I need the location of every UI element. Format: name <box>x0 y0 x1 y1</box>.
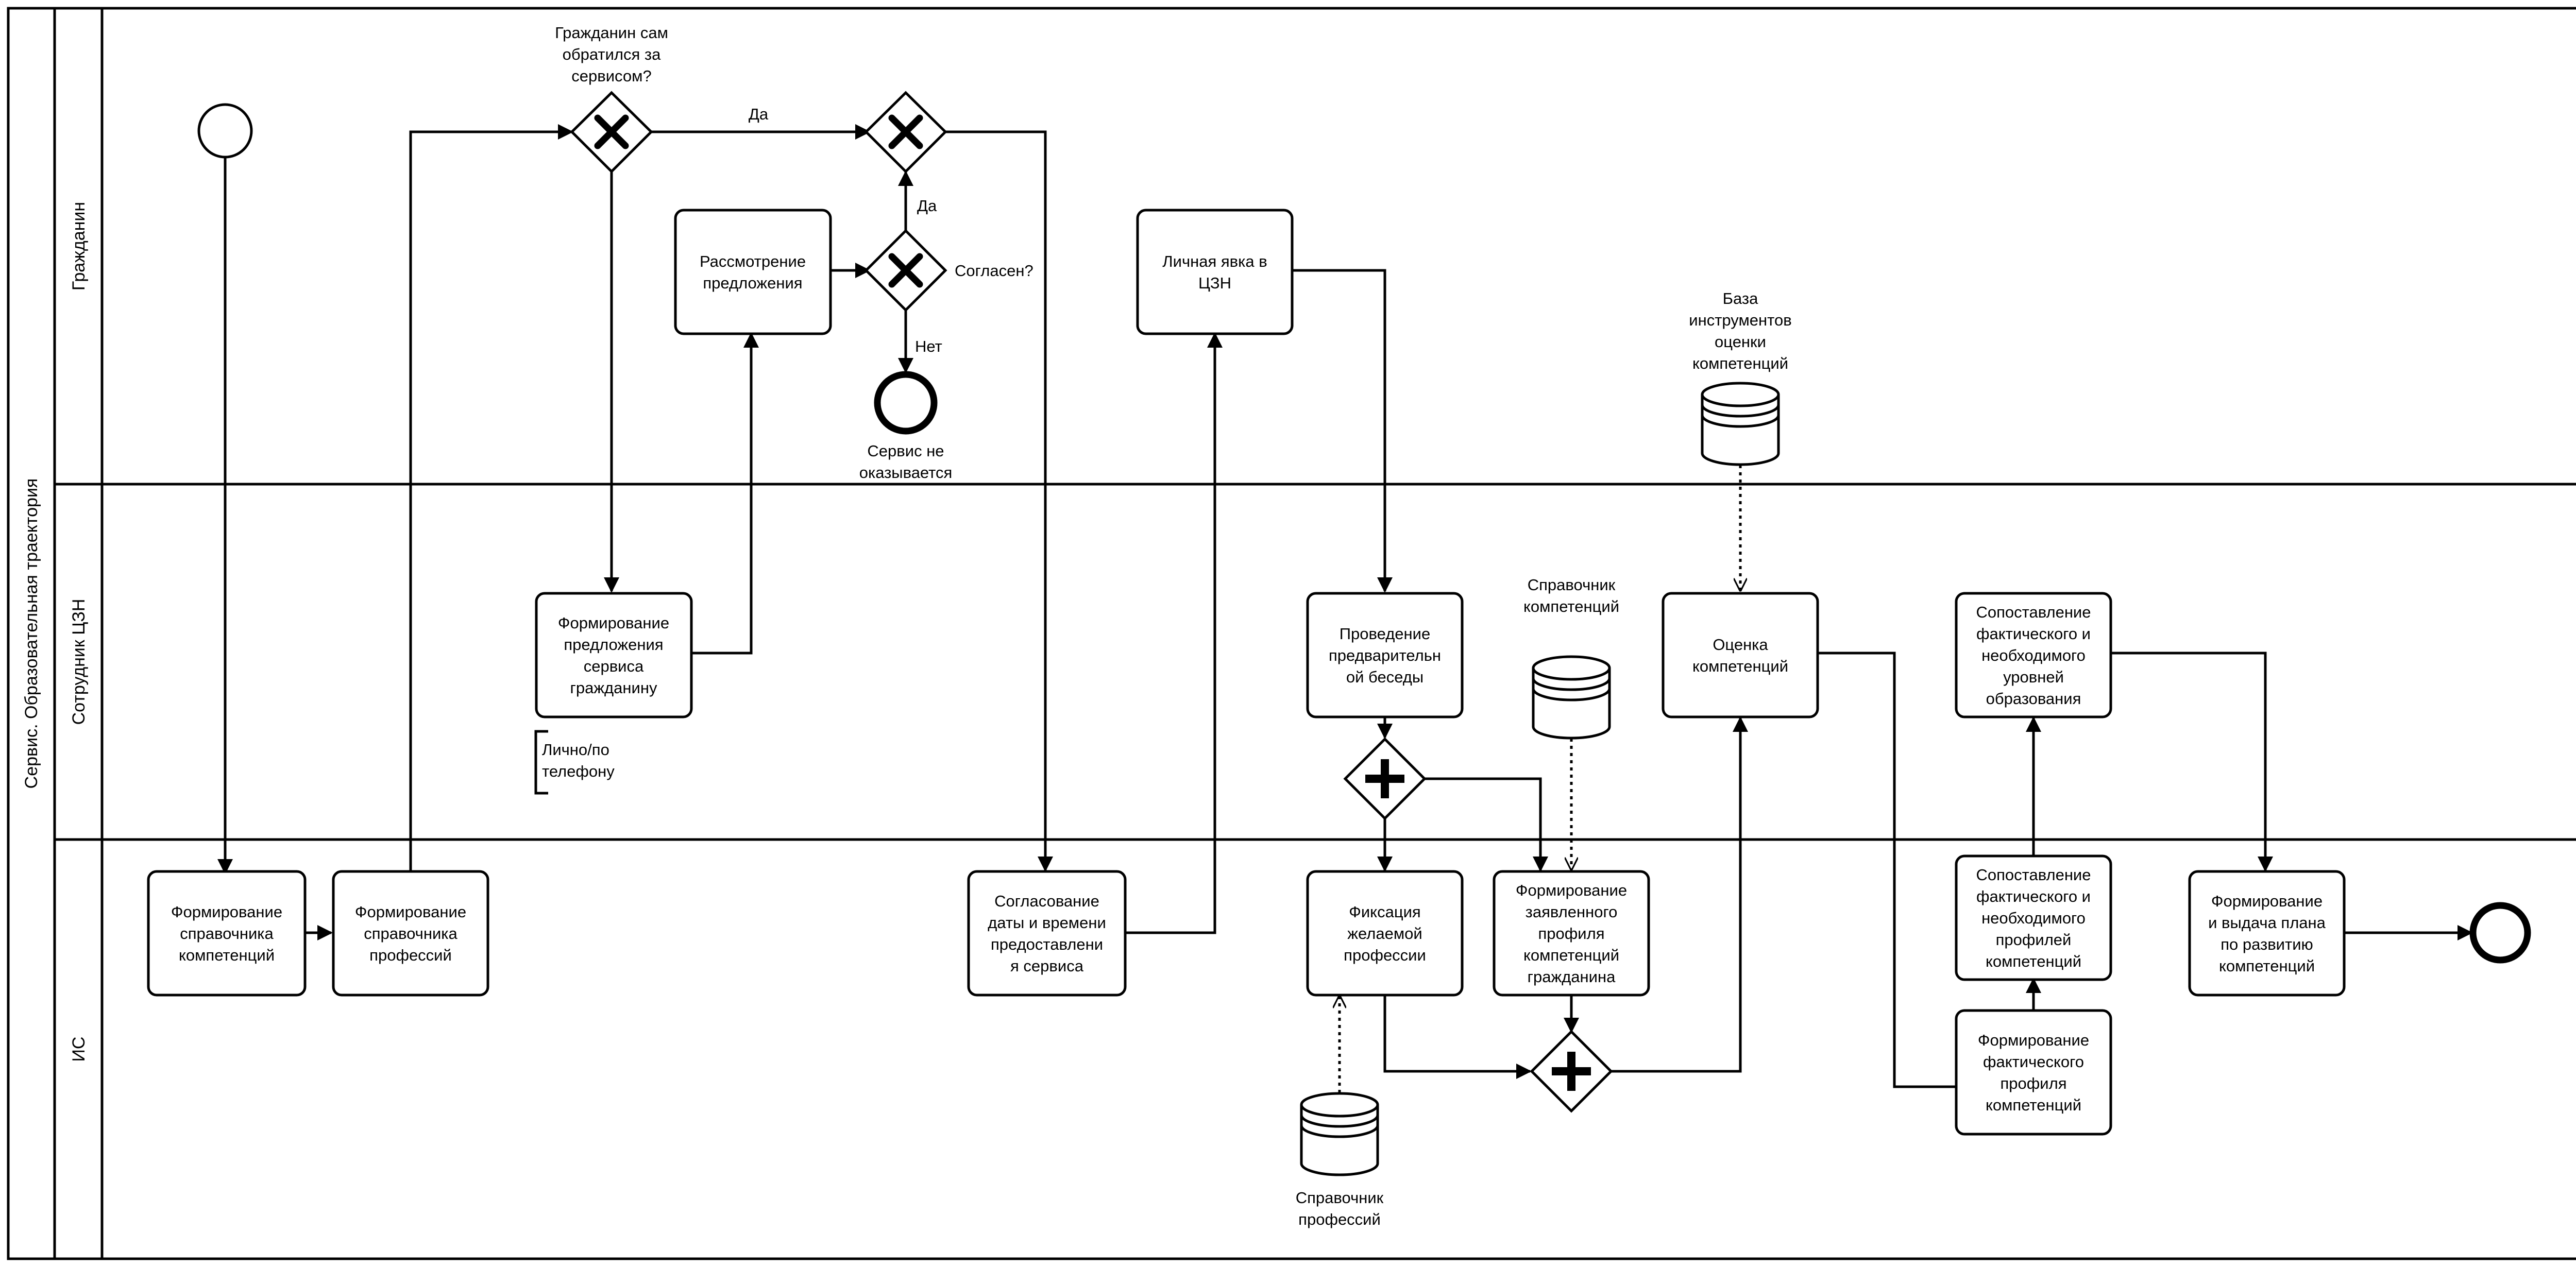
flow-label-yes-up: Да <box>917 197 937 215</box>
sequence-flows <box>217 124 2473 1088</box>
flow-prof-dir-to-self-gateway <box>409 124 573 870</box>
flow-visit-to-talk <box>1292 269 1393 593</box>
gateway-agree[interactable] <box>864 229 947 312</box>
flow-agree-date-to-visit <box>1125 332 1223 934</box>
lane-label-citizen: Гражданин <box>69 202 89 290</box>
gateway-split[interactable] <box>1343 737 1427 820</box>
parallel-plus-icon <box>1365 759 1404 798</box>
task-fix[interactable] <box>1306 870 1464 997</box>
task-assess[interactable] <box>1662 592 1819 718</box>
flow-split-to-declared <box>1425 777 1548 872</box>
pool: Сервис. Образовательная траектория Гражд… <box>7 7 2576 1260</box>
gateway-merge[interactable] <box>864 91 947 174</box>
flow-proposal-to-review <box>691 332 759 655</box>
task-plan[interactable] <box>2188 870 2346 997</box>
data-store-tools[interactable] <box>1701 382 1780 466</box>
gateways <box>570 91 1613 1113</box>
pool-title: Сервис. Образовательная траектория <box>22 478 41 789</box>
text-annotation-bracket <box>534 730 548 795</box>
start-event[interactable] <box>197 103 253 159</box>
data-stores <box>1300 382 1780 1176</box>
lane-label-staff: Сотрудник ЦЗН <box>69 599 89 725</box>
gateway-agree-label: Согласен? <box>955 262 1033 280</box>
flow-merge-to-agree-date <box>943 130 1053 872</box>
task-actual[interactable] <box>1955 1009 2112 1136</box>
end-event[interactable] <box>2469 902 2531 964</box>
exclusive-x-icon <box>888 253 923 288</box>
tasks <box>147 209 2346 1136</box>
task-comp-dir[interactable] <box>147 870 307 997</box>
task-cmp-prof[interactable] <box>1955 854 2112 981</box>
events <box>197 103 2531 964</box>
gateway-join[interactable] <box>1530 1030 1613 1113</box>
data-associations <box>1340 465 1740 1093</box>
task-review[interactable] <box>674 209 832 335</box>
parallel-plus-icon <box>1552 1052 1591 1091</box>
lane-label-is: ИС <box>69 1037 89 1062</box>
gateway-self[interactable] <box>570 91 653 174</box>
task-declared[interactable] <box>1493 870 1650 997</box>
task-talk[interactable] <box>1306 592 1464 718</box>
exclusive-x-icon <box>594 114 629 149</box>
task-prof-dir[interactable] <box>332 870 489 997</box>
task-agree-date[interactable] <box>967 870 1127 997</box>
end-event-no-service[interactable] <box>874 371 938 435</box>
flow-label-no-down: Нет <box>915 337 942 355</box>
task-cmp-level[interactable] <box>1955 592 2112 718</box>
flow-fix-to-join <box>1383 995 1532 1079</box>
flow-cmp-level-to-plan <box>2111 652 2273 872</box>
data-store-comp[interactable] <box>1532 655 1611 740</box>
flow-label-yes-top: Да <box>749 105 769 123</box>
data-store-prof[interactable] <box>1300 1092 1379 1176</box>
task-visit[interactable] <box>1136 209 1294 335</box>
flow-join-to-assess <box>1609 716 1748 1073</box>
flow-assess-to-actual <box>1818 652 1956 1088</box>
task-proposal[interactable] <box>535 592 693 718</box>
exclusive-x-icon <box>888 114 923 149</box>
flow-labels: Да Да Нет <box>749 105 942 355</box>
